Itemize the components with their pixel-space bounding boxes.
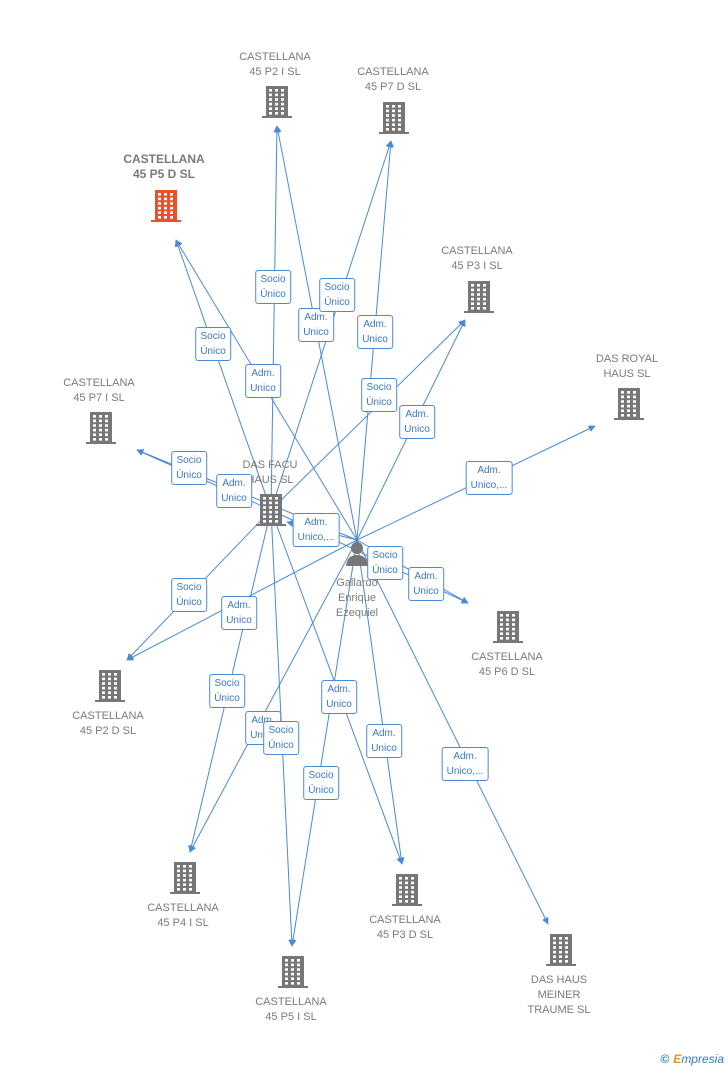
- node-label-meiner[interactable]: DAS HAUS MEINER TRAUME SL: [527, 974, 591, 1016]
- edge-person-p4i: [189, 539, 358, 853]
- edge-label-facu-p2i[interactable]: Socio Único: [255, 270, 291, 304]
- edge-label-facu-p3d[interactable]: Socio Único: [303, 766, 339, 800]
- icons-layer: [86, 86, 644, 988]
- building-icon-p6d[interactable]: [493, 611, 523, 643]
- node-label-p5d[interactable]: CASTELLANA 45 P5 D SL: [123, 152, 205, 181]
- edge-label-person-p5i[interactable]: Adm. Unico: [321, 680, 357, 714]
- edge-label-facu-p3i[interactable]: Socio Único: [361, 378, 397, 412]
- building-icon-p3i[interactable]: [464, 281, 494, 313]
- edge-label-person-p5d[interactable]: Adm. Unico: [245, 364, 281, 398]
- node-label-person[interactable]: Gallardo Enrique Ezequiel: [335, 577, 379, 619]
- building-icon-facu[interactable]: [256, 494, 286, 526]
- node-label-p7d[interactable]: CASTELLANA 45 P7 D SL: [357, 66, 429, 93]
- node-label-p2d[interactable]: CASTELLANA 45 P2 D SL: [72, 710, 144, 737]
- edge-label-person-p3i[interactable]: Adm. Unico: [399, 405, 435, 439]
- node-label-p2i[interactable]: CASTELLANA 45 P2 I SL: [239, 51, 311, 78]
- edge-label-person-meiner[interactable]: Adm. Unico,...: [441, 747, 489, 781]
- building-icon-p4i[interactable]: [170, 862, 200, 894]
- edges-layer: [126, 125, 596, 947]
- edge-label-person-p7d[interactable]: Adm. Unico: [357, 315, 393, 349]
- edge-label-person-p7i[interactable]: Adm. Unico: [216, 474, 252, 508]
- building-icon-p5d[interactable]: [151, 190, 181, 222]
- node-label-p3i[interactable]: CASTELLANA 45 P3 I SL: [441, 245, 513, 272]
- edge-label-facu-p7d[interactable]: Socio Único: [319, 278, 355, 312]
- building-icon-p2d[interactable]: [95, 670, 125, 702]
- building-icon-p2i[interactable]: [262, 86, 292, 118]
- brand-initial: E: [673, 1052, 682, 1066]
- node-label-p7i[interactable]: CASTELLANA 45 P7 I SL: [63, 377, 135, 404]
- edge-label-person-facu[interactable]: Adm. Unico,...: [292, 513, 340, 547]
- edge-facu-p5d: [174, 239, 272, 511]
- edge-label-facu-p2d[interactable]: Socio Único: [171, 578, 207, 612]
- edge-person-p3d: [356, 539, 405, 865]
- building-icon-p7d[interactable]: [379, 102, 409, 134]
- edge-label-person-p6d[interactable]: Adm. Unico: [408, 567, 444, 601]
- node-label-p5i[interactable]: CASTELLANA 45 P5 I SL: [255, 996, 327, 1023]
- node-label-p4i[interactable]: CASTELLANA 45 P4 I SL: [147, 902, 219, 929]
- building-icon-p7i[interactable]: [86, 412, 116, 444]
- edge-label-person-p3d[interactable]: Adm. Unico: [366, 724, 402, 758]
- brand-logo: ©Empresia: [660, 1052, 724, 1066]
- edge-person-p5i: [289, 539, 358, 947]
- edge-label-facu-p5d[interactable]: Socio Único: [195, 327, 231, 361]
- node-label-facu[interactable]: DAS FACU HAUS SL: [242, 459, 298, 486]
- copyright-symbol: ©: [660, 1052, 670, 1066]
- node-label-p6d[interactable]: CASTELLANA 45 P6 D SL: [471, 651, 543, 678]
- building-icon-p5i[interactable]: [278, 956, 308, 988]
- edge-label-person-royal[interactable]: Adm. Unico,...: [465, 461, 513, 495]
- edge-label-facu-p6d[interactable]: Socio Único: [367, 546, 403, 580]
- building-icon-meiner[interactable]: [546, 934, 576, 966]
- building-icon-royal[interactable]: [614, 388, 644, 420]
- node-label-p3d[interactable]: CASTELLANA 45 P3 D SL: [369, 914, 441, 941]
- edge-label-person-p2i[interactable]: Adm. Unico: [298, 308, 334, 342]
- brand-name: mpresia: [681, 1052, 724, 1066]
- building-icon-p3d[interactable]: [392, 874, 422, 906]
- node-label-royal[interactable]: DAS ROYAL HAUS SL: [595, 353, 659, 380]
- edge-label-facu-p4i[interactable]: Socio Único: [209, 674, 245, 708]
- edge-facu-p3i: [270, 319, 466, 511]
- edge-person-meiner: [356, 539, 549, 925]
- edge-label-facu-p7i[interactable]: Socio Único: [171, 451, 207, 485]
- edge-label-facu-p5i[interactable]: Socio Único: [263, 721, 299, 755]
- person-icon[interactable]: [346, 542, 368, 566]
- edge-facu-p2i: [270, 125, 281, 511]
- edge-label-person-p2d[interactable]: Adm. Unico: [221, 596, 257, 630]
